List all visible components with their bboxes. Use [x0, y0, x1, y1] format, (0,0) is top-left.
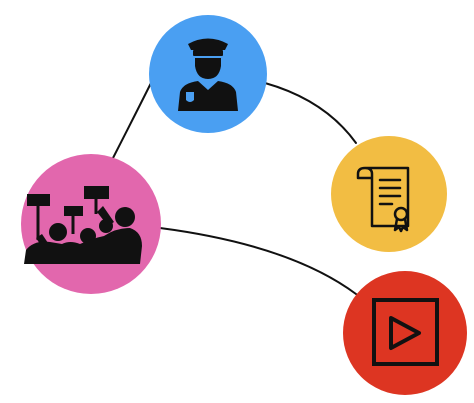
node-protest-circle	[21, 154, 161, 294]
connector-protest-video	[159, 227, 357, 295]
node-protest	[21, 154, 161, 294]
connectors	[112, 78, 357, 295]
video-play-icon	[372, 298, 439, 366]
node-video	[343, 271, 467, 395]
certificate-scroll-icon	[356, 166, 410, 233]
protest-crowd-icon	[24, 186, 142, 264]
node-video-circle	[343, 271, 467, 395]
connector-police-certificate	[264, 82, 357, 144]
node-certificate-circle	[331, 136, 447, 252]
node-police	[149, 15, 267, 133]
node-certificate	[331, 136, 447, 252]
police-officer-icon	[178, 38, 238, 111]
connector-protest-police	[112, 78, 154, 159]
